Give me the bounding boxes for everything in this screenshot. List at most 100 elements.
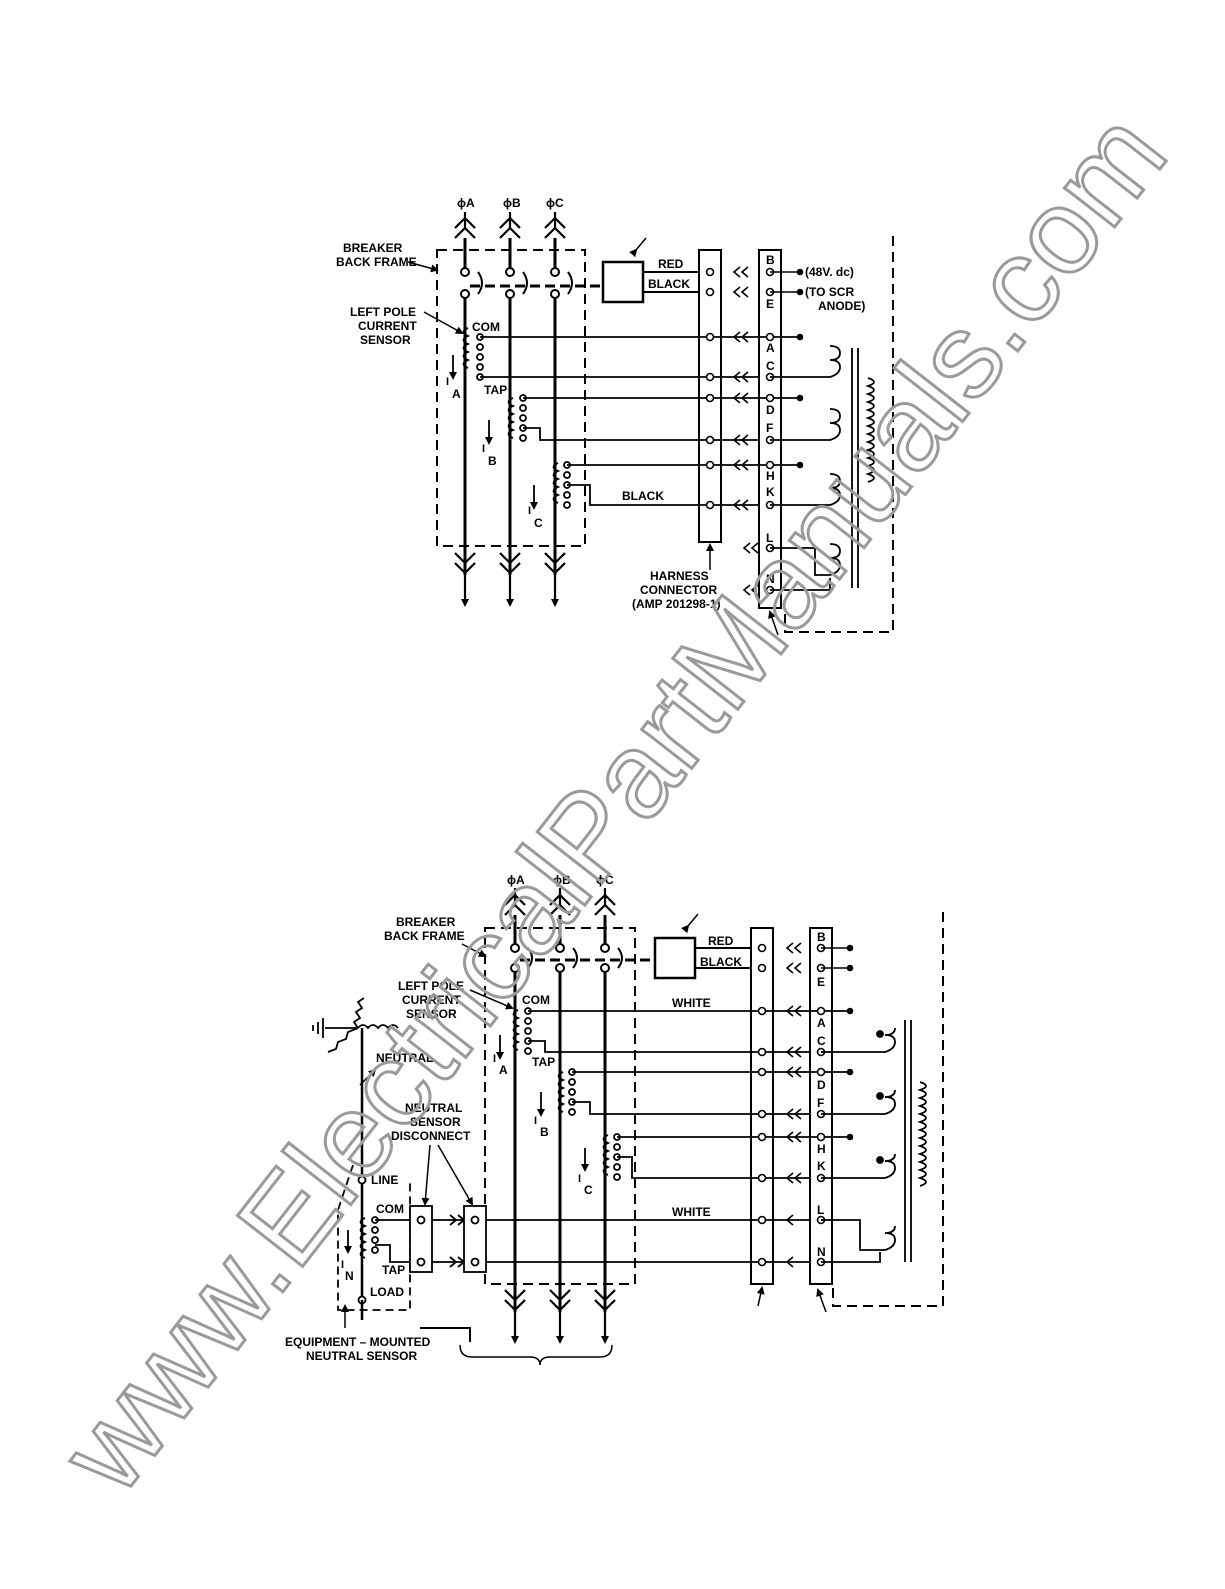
neutral-source — [312, 997, 399, 1320]
note-48v: (48V. dc) — [805, 265, 854, 279]
pin-c: C — [766, 359, 775, 373]
pin-h: H — [766, 469, 775, 483]
pin-a: A — [766, 341, 775, 355]
phase-c-label-2: ϕC — [596, 873, 614, 887]
pin-a-2: A — [817, 1016, 826, 1030]
in-label: N — [345, 1269, 354, 1283]
diagram-1: ϕA ϕB ϕC — [336, 196, 894, 636]
output-transformers — [770, 345, 875, 591]
neutral-disconnect-label-2: SENSOR — [410, 1115, 461, 1129]
aux-device-box — [601, 260, 645, 304]
load-label: LOAD — [370, 1285, 404, 1299]
breaker-contacts — [460, 267, 573, 299]
relay-enclosure-outline-2 — [832, 912, 944, 1307]
terminal-block-2 — [809, 927, 833, 1285]
harness-label-1: HARNESS — [650, 569, 709, 583]
ic-label-2: C — [584, 1183, 593, 1197]
ib-label: B — [488, 454, 497, 468]
pin-l: L — [766, 531, 773, 545]
pin-k-2: K — [817, 1159, 826, 1173]
pin-d-2: D — [817, 1078, 826, 1092]
ib-label-2: B — [540, 1125, 549, 1139]
com-label-2: COM — [522, 993, 550, 1007]
breaker-frame-label-1: BREAKER — [343, 241, 403, 255]
top-primary-disconnects — [454, 212, 566, 239]
diagram-2-labels: BREAKER BACK FRAME LEFT POLE CURRENT SEN… — [285, 915, 826, 1363]
tap-n-label: TAP — [382, 1263, 405, 1277]
pin-f: F — [766, 421, 773, 435]
diagram-2: ϕA ϕB ϕC — [285, 873, 944, 1366]
current-sensor-a — [449, 327, 484, 381]
black-wire-label-2: BLACK — [622, 489, 664, 503]
tap-label-2: TAP — [532, 1055, 555, 1069]
current-sensor-c — [530, 461, 571, 510]
bottom-load-disconnects-2 — [504, 1289, 616, 1344]
left-pole-label-2-1: LEFT POLE — [398, 979, 464, 993]
harness-label-3: (AMP 201298-1) — [632, 597, 721, 611]
ic-prefix: I — [528, 505, 531, 517]
pin-b: B — [766, 253, 775, 267]
harness-label-2: CONNECTOR — [640, 583, 717, 597]
pin-f-2: F — [817, 1096, 824, 1110]
neutral-label: NEUTRAL — [376, 1051, 433, 1065]
left-pole-label-2: CURRENT — [358, 319, 417, 333]
pin-h-2: H — [817, 1142, 826, 1156]
terminal-block — [758, 249, 782, 609]
ia-prefix-2: I — [493, 1053, 496, 1065]
tap-label: TAP — [484, 383, 507, 397]
bottom-load-disconnects — [454, 552, 566, 607]
neutral-sensor — [337, 1144, 613, 1366]
pin-d: D — [766, 403, 775, 417]
output-transformers-2 — [821, 1020, 927, 1263]
phase-b-label: ϕB — [503, 196, 521, 210]
ib-prefix: I — [482, 443, 485, 455]
phase-b-label-2: ϕB — [553, 873, 571, 887]
equipment-sensor-label-1: EQUIPMENT – MOUNTED — [285, 1335, 431, 1349]
ic-prefix-2: I — [578, 1173, 581, 1185]
pin-l-2: L — [817, 1203, 824, 1217]
com-label: COM — [472, 320, 500, 334]
equipment-sensor-label-2: NEUTRAL SENSOR — [306, 1349, 417, 1363]
left-pole-label-2-3: SENSOR — [406, 1007, 457, 1021]
ic-label: C — [534, 516, 543, 530]
connector-pins — [705, 266, 804, 596]
pin-b-2: B — [817, 930, 826, 944]
red-wire-label: RED — [658, 257, 684, 271]
left-pole-label-2-2: CURRENT — [402, 993, 461, 1007]
breaker-contacts-2 — [510, 943, 623, 973]
left-pole-label-3: SENSOR — [360, 333, 411, 347]
pin-c-2: C — [817, 1034, 826, 1048]
phase-a-label-2: ϕA — [507, 873, 525, 887]
harness-connector-2 — [750, 927, 774, 1285]
signal-wires-2 — [480, 1010, 850, 1263]
note-scr-2: ANODE) — [818, 299, 865, 313]
line-label: LINE — [371, 1173, 398, 1187]
relay-enclosure-outline — [784, 236, 894, 633]
note-scr-1: (TO SCR — [805, 285, 854, 299]
left-pole-label-1: LEFT POLE — [350, 305, 416, 319]
current-sensor-c-2 — [581, 1133, 621, 1181]
breaker-frame-label-2: BACK FRAME — [336, 255, 417, 269]
aux-device-box-2 — [653, 936, 697, 980]
current-sensor-a-2 — [496, 1007, 532, 1060]
phase-c-label: ϕC — [546, 196, 564, 210]
pin-e-2: E — [817, 975, 825, 989]
black-wire-label: BLACK — [648, 277, 690, 291]
black-wire-label-2b: BLACK — [700, 955, 742, 969]
pin-n: N — [766, 572, 775, 586]
white-wire-label-1: WHITE — [672, 996, 711, 1010]
white-wire-label-2: WHITE — [672, 1205, 711, 1219]
breaker-frame-label-2-2: BACK FRAME — [384, 929, 465, 943]
ia-label-2: A — [499, 1063, 508, 1077]
signal-wires — [480, 336, 800, 506]
ib-prefix-2: I — [534, 1115, 537, 1127]
current-sensor-b — [485, 394, 527, 445]
ia-prefix: I — [446, 376, 449, 388]
pin-k: K — [766, 485, 775, 499]
current-sensor-b-2 — [537, 1068, 576, 1117]
in-prefix: I — [341, 1259, 344, 1271]
com-n-label: COM — [376, 1202, 404, 1216]
top-primary-disconnects-2 — [504, 888, 616, 916]
